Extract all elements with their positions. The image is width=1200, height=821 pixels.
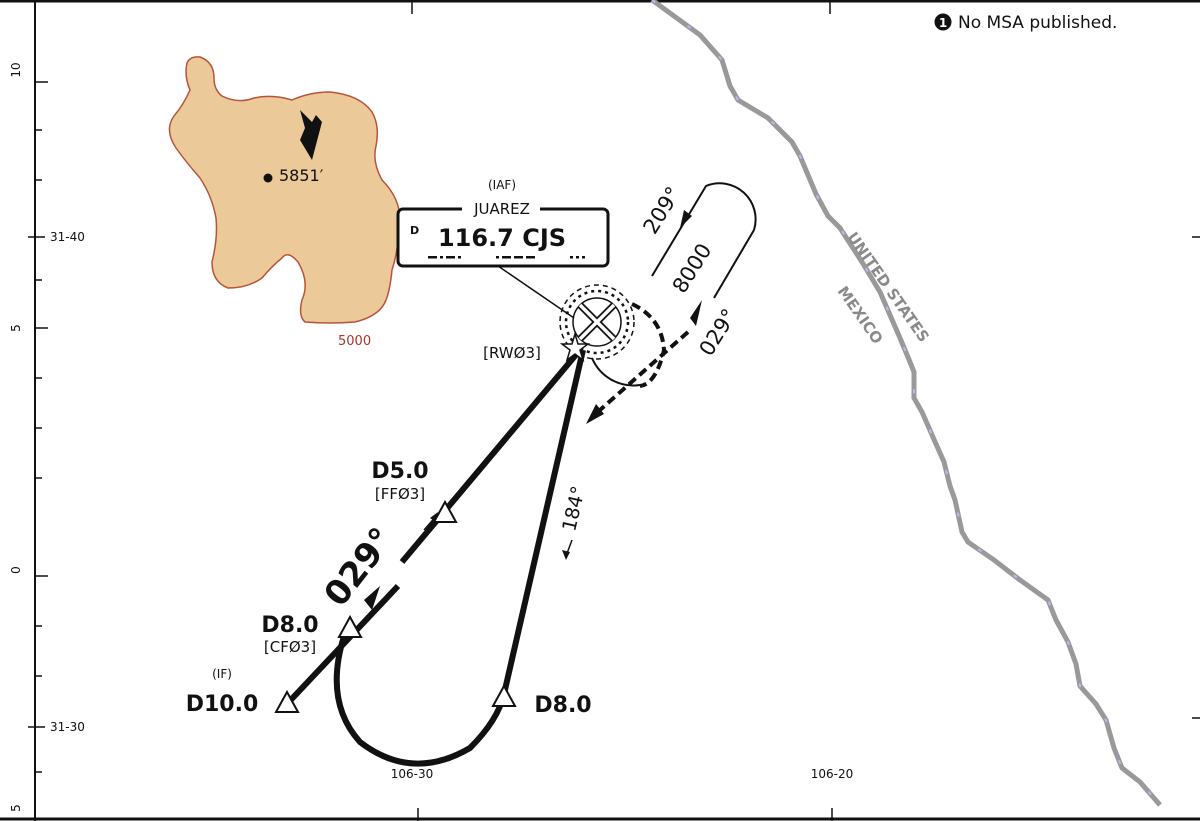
spot-elevation-label: 5851′	[279, 166, 324, 185]
border-label-united-states: UNITED STATES	[843, 229, 932, 346]
spot-elevation-dot	[263, 173, 273, 183]
border-line	[650, 0, 1162, 807]
fix-rw-star	[559, 331, 591, 362]
note-marker-icon	[934, 13, 952, 31]
navaid-name: JUAREZ	[473, 200, 530, 218]
fix-ff-name: [FFØ3]	[375, 485, 425, 503]
lat-label-0: 0	[9, 566, 23, 574]
fix-cf-name: [CFØ3]	[264, 638, 316, 656]
inbound-arrow-icon	[364, 586, 380, 610]
msa-note: No MSA published.	[958, 13, 1117, 33]
reversal-turn-solid	[591, 357, 641, 387]
outbound-direction-arrowhead-icon	[562, 550, 570, 560]
hold-outbound-arrow-icon	[690, 300, 702, 326]
navaid-role: (IAF)	[488, 178, 516, 192]
terrain-contour-label: 5000	[338, 334, 371, 349]
lon-ticks	[411, 0, 1200, 821]
navaid-type: D	[410, 224, 419, 237]
outbound-course-label: 184°	[558, 484, 590, 534]
left-minute-ticks	[28, 81, 48, 773]
vor-symbol	[559, 284, 635, 360]
hold-outbound-course: 029°	[694, 304, 741, 360]
hold-inbound-arrow-icon	[680, 210, 692, 228]
lat-label-31-40: 31-40	[50, 230, 85, 244]
missed-path-dashed	[598, 330, 690, 412]
lon-label-106-20: 106-20	[811, 767, 854, 781]
lat-label-31-30: 31-30	[50, 720, 85, 734]
border-line-dash	[651, 0, 1161, 806]
terrain-area	[168, 56, 401, 324]
outbound-track	[501, 349, 586, 695]
fix-if-role: (IF)	[212, 667, 232, 681]
hold-altitude: 8000	[668, 239, 717, 297]
procedure-turn	[333, 629, 507, 767]
inbound-course-label: 029°	[316, 520, 402, 614]
lon-label-106-30: 106-30	[391, 767, 434, 781]
missed-arrow-icon	[586, 404, 604, 424]
fix-cf-label: D8.0	[261, 613, 318, 638]
inbound-course-track-upper	[399, 348, 583, 564]
navaid-morse-code	[428, 256, 585, 259]
hold-inbound-course: 209°	[638, 182, 685, 238]
lat-label-5-lower: 5	[9, 804, 23, 812]
holding-pattern	[651, 182, 757, 299]
lat-label-5-upper: 5	[9, 324, 23, 332]
fix-cf-triangle	[337, 614, 363, 638]
fix-if-label: D10.0	[186, 692, 259, 717]
fix-turn-triangle	[491, 683, 517, 707]
reversal-turn-dashed	[631, 302, 667, 388]
fix-turn-label: D8.0	[534, 693, 591, 718]
fix-rw-name: [RWØ3]	[483, 344, 541, 362]
navaid-leader-line	[497, 265, 575, 319]
navaid-name-bg	[462, 200, 540, 218]
highest-terrain-arrow	[300, 110, 322, 160]
note-marker-number: 1	[939, 16, 947, 30]
fix-ff-label: D5.0	[371, 459, 428, 484]
navaid-frequency-ident: 116.7 CJS	[438, 224, 566, 252]
lat-label-10: 10	[9, 62, 23, 77]
fix-if-triangle	[274, 689, 300, 713]
fix-ff-triangle	[432, 499, 458, 523]
